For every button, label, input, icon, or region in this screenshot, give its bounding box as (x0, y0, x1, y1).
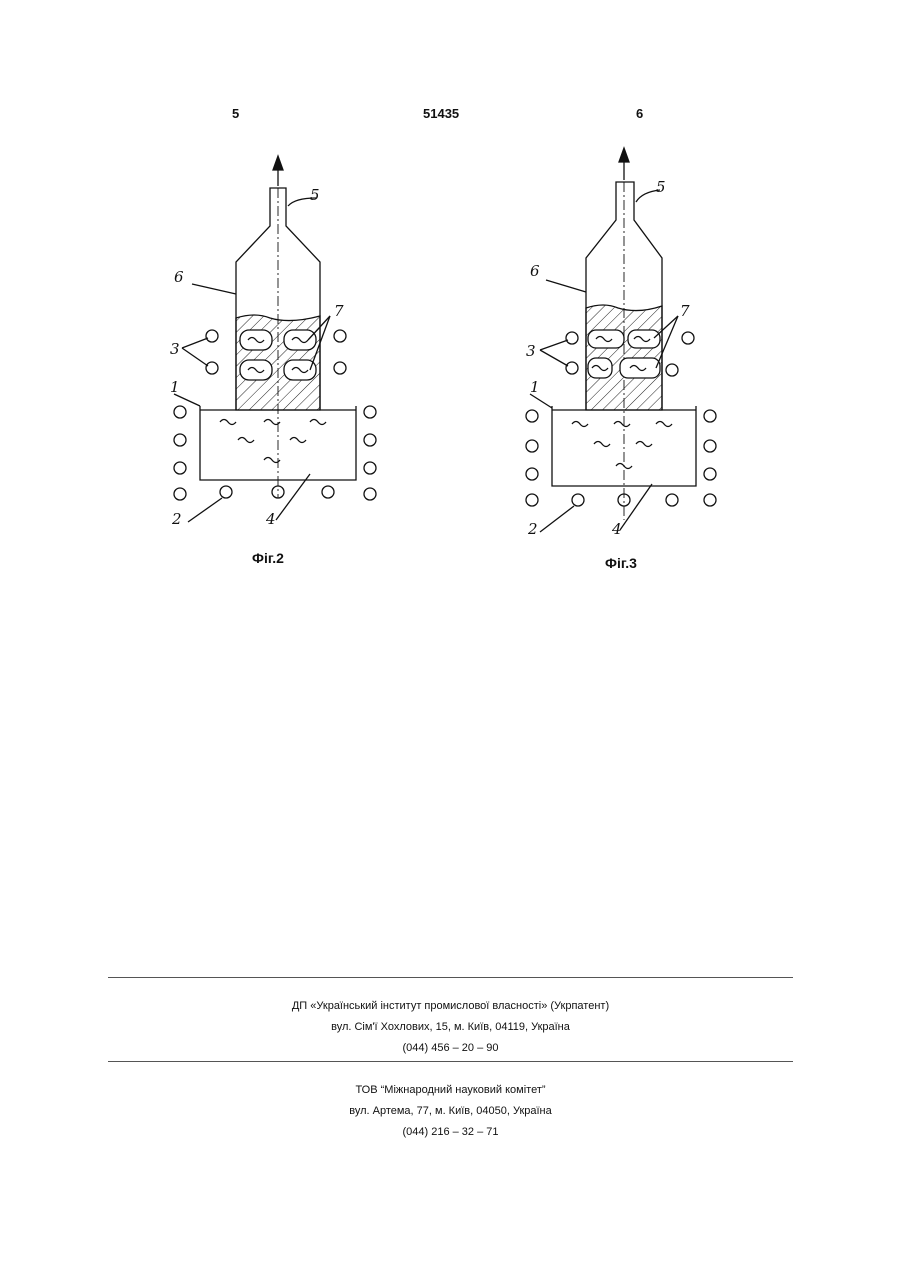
heater-coil-circle (666, 494, 678, 506)
printer-name: ТОВ “Міжнародний науковий комітет” (108, 1080, 793, 1101)
heater-coil-circle (174, 462, 186, 474)
wave-mark (636, 442, 652, 447)
page-number-right: 6 (636, 106, 643, 121)
printer-phone: (044) 216 – 32 – 71 (108, 1122, 793, 1143)
figure-3-caption: Фіг.3 (605, 555, 637, 571)
label-7: 7 (680, 302, 690, 320)
inclusion-shape (620, 358, 660, 378)
label-2: 2 (171, 510, 182, 528)
heater-coil-circle (572, 494, 584, 506)
upper-heater-circle (566, 362, 578, 374)
publisher-phone: (044) 456 – 20 – 90 (108, 1038, 793, 1059)
label-7: 7 (334, 302, 344, 320)
label-1: 1 (530, 378, 540, 396)
upper-heater-circle (682, 332, 694, 344)
figure-2-caption: Фіг.2 (252, 550, 284, 566)
leader-line-1 (530, 394, 552, 408)
label-4: 4 (611, 520, 622, 538)
wave-mark (572, 422, 588, 427)
heater-coil-circle (174, 406, 186, 418)
publisher-address: вул. Сім'ї Хохлових, 15, м. Київ, 04119,… (108, 1017, 793, 1038)
heater-coil-circle (704, 410, 716, 422)
label-2: 2 (527, 520, 538, 538)
footer-divider-middle (108, 1061, 793, 1062)
wave-mark (310, 420, 326, 425)
heater-coil-circle (526, 410, 538, 422)
label-5: 5 (656, 178, 666, 196)
flow-arrow-head (273, 156, 283, 170)
label-1: 1 (170, 378, 180, 396)
footer-printer-block: ТОВ “Міжнародний науковий комітет” вул. … (108, 1080, 793, 1143)
heater-coil-circle (526, 468, 538, 480)
footer-divider-top (108, 977, 793, 978)
upper-heater-circle (334, 330, 346, 342)
wave-mark (220, 420, 236, 425)
wave-mark (616, 464, 632, 469)
label-6: 6 (530, 262, 540, 280)
label-5: 5 (310, 186, 320, 204)
figure-2-drawing: 5 6 7 3 1 2 4 (160, 148, 400, 588)
leader-line-6 (192, 284, 236, 294)
inclusion-shape (628, 330, 660, 348)
leader-line-3 (182, 348, 208, 366)
label-4: 4 (265, 510, 276, 528)
upper-heater-circle (206, 330, 218, 342)
heater-coil-circle (704, 440, 716, 452)
upper-heater-circle (206, 362, 218, 374)
wave-mark (594, 442, 610, 447)
heater-coil-circle (526, 440, 538, 452)
heater-coil-circle (364, 434, 376, 446)
upper-heater-circle (666, 364, 678, 376)
label-3: 3 (526, 342, 536, 360)
upper-heater-circle (334, 362, 346, 374)
leader-line-3 (540, 350, 568, 366)
label-6: 6 (174, 268, 184, 286)
flow-arrow-head (619, 148, 629, 162)
wave-mark (656, 422, 672, 427)
heater-coil-circle (526, 494, 538, 506)
footer-publisher-block: ДП «Український інститут промислової вла… (108, 996, 793, 1059)
figure-3-drawing: 5 6 7 3 1 2 4 (510, 140, 750, 580)
leader-line-4 (620, 484, 652, 530)
patent-number: 51435 (423, 106, 459, 121)
heater-coil-circle (364, 406, 376, 418)
inclusion-shape (588, 330, 624, 348)
leader-line-3 (540, 340, 568, 350)
heater-coil-circle (174, 488, 186, 500)
leader-line-2 (540, 506, 574, 532)
heater-coil-circle (174, 434, 186, 446)
wave-mark (238, 438, 254, 443)
wave-mark (290, 438, 306, 443)
publisher-name: ДП «Український інститут промислової вла… (108, 996, 793, 1017)
leader-line-2 (188, 498, 222, 522)
wave-mark (614, 422, 630, 427)
heater-coil-circle (322, 486, 334, 498)
leader-line-3 (182, 338, 208, 348)
leader-line-6 (546, 280, 586, 292)
printer-address: вул. Артема, 77, м. Київ, 04050, Україна (108, 1101, 793, 1122)
heater-coil-circle (704, 468, 716, 480)
page-number-left: 5 (232, 106, 239, 121)
upper-heater-circle (566, 332, 578, 344)
label-3: 3 (170, 340, 180, 358)
heater-coil-circle (364, 488, 376, 500)
heater-coil-circle (364, 462, 376, 474)
heater-coil-circle (704, 494, 716, 506)
heater-coil-circle (220, 486, 232, 498)
